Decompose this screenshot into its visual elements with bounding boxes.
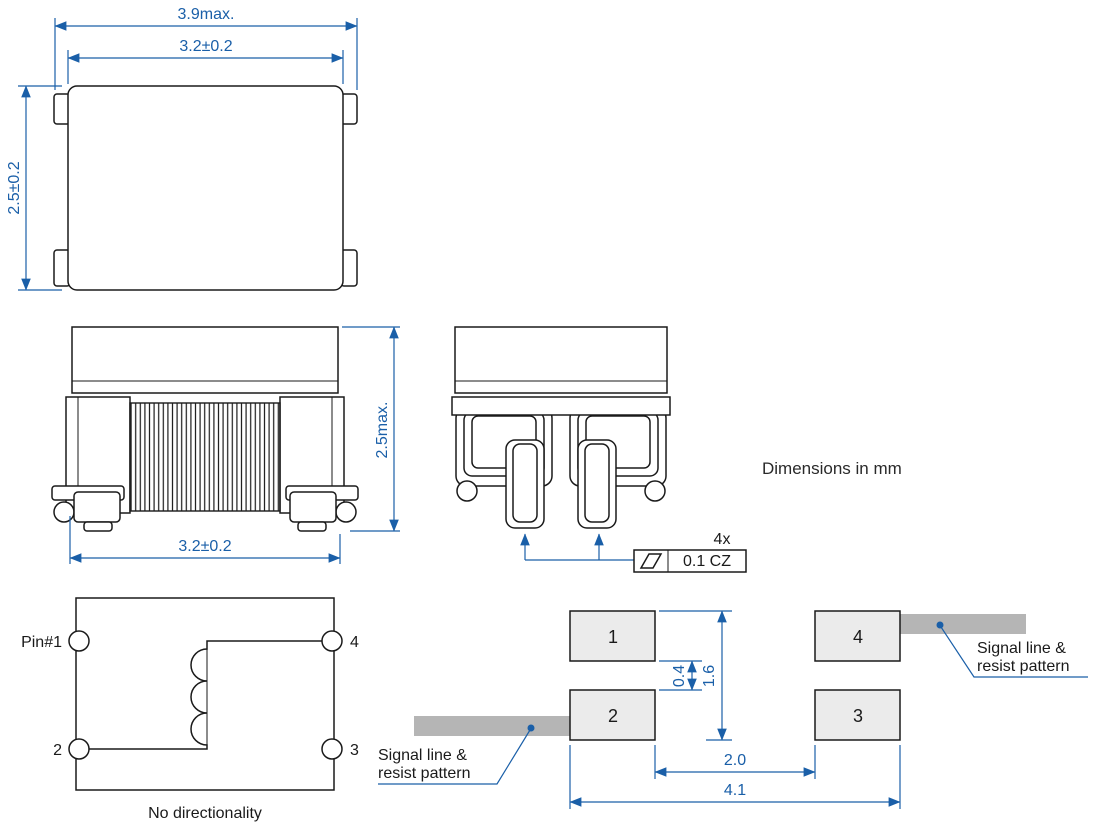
pad3-label: 3 (853, 706, 863, 726)
signal-label-bottom-line2: resist pattern (378, 765, 470, 782)
terminal-foot (505, 439, 545, 529)
pin-circle-2 (68, 738, 90, 760)
land-pattern: 1 4 2 3 0.4 1.6 2.0 4.1 Signal line & re… (378, 610, 1088, 809)
dim-overall-label: 4.1 (724, 782, 746, 799)
pad4-label: 4 (853, 627, 863, 647)
pad2-label: 2 (608, 706, 618, 726)
dim-inner-label: 2.0 (724, 752, 746, 769)
core-plate (71, 326, 339, 394)
dim-gap-label: 0.4 (671, 665, 688, 687)
coil-winding (129, 402, 281, 512)
flatness-frame (633, 549, 747, 573)
pin4-label: 4 (350, 634, 359, 651)
schematic: Pin#1 4 2 3 No directionality (21, 597, 359, 822)
flatness-count-label: 4x (714, 531, 731, 548)
terminal-loop (644, 480, 666, 502)
signal-label-bottom-line1: Signal line & (378, 747, 467, 764)
pin3-label: 3 (350, 742, 359, 759)
terminal-foot (83, 521, 113, 532)
front-view-dimensions: 2.5max. 3.2±0.2 (69, 326, 400, 564)
leader-dot (527, 724, 535, 732)
terminal-foot-inner (584, 443, 610, 523)
core-band (451, 396, 671, 416)
signal-label-top-line2: resist pattern (977, 658, 1069, 675)
schematic-outline (75, 597, 335, 791)
pad1-label: 1 (608, 627, 618, 647)
pad-2 (569, 689, 656, 741)
component-body-top (67, 85, 344, 291)
terminal-foot (577, 439, 617, 529)
core-plate (454, 326, 668, 394)
terminal-block (73, 491, 121, 523)
terminal-loop (456, 480, 478, 502)
pin-circle-4 (321, 630, 343, 652)
terminal-block (289, 491, 337, 523)
no-directionality-note: No directionality (148, 805, 262, 822)
pin-circle-1 (68, 630, 90, 652)
terminal-foot (297, 521, 327, 532)
units-note: Dimensions in mm (762, 459, 902, 478)
pad-3 (814, 689, 901, 741)
pin-circle-3 (321, 738, 343, 760)
flatness-tolerance-label: 0.1 CZ (683, 553, 731, 570)
leader-dot (936, 621, 944, 629)
inductor-symbol (79, 640, 332, 750)
top-view-dimensions: 3.9max. 3.2±0.2 2.5±0.2 (6, 6, 358, 291)
leader-line (940, 626, 1088, 678)
terminal-loop (335, 501, 357, 523)
signal-label-top-line1: Signal line & (977, 640, 1066, 657)
signal-trace-bottom (414, 716, 570, 736)
terminal-foot-inner (512, 443, 538, 523)
dim-body-height-label: 2.5±0.2 (6, 161, 23, 214)
terminal-loop (53, 501, 75, 523)
pad-1 (569, 610, 656, 662)
pad-4 (814, 610, 901, 662)
front-view (51, 326, 359, 532)
flatness-callout: 0.1 CZ 4x (520, 531, 747, 573)
flatness-symbol-icon (639, 553, 663, 569)
pin1-label: Pin#1 (21, 634, 62, 651)
dim-body-width-label: 3.2±0.2 (179, 38, 232, 55)
dim-overall-width-label: 3.9max. (178, 6, 235, 23)
leader-line (378, 729, 531, 785)
dim-height-label: 1.6 (701, 665, 718, 687)
dim-height-label: 2.5max. (374, 402, 391, 459)
pin2-label: 2 (53, 742, 62, 759)
signal-trace-top (900, 614, 1026, 634)
top-view (53, 85, 358, 291)
side-view (451, 326, 671, 529)
dim-width-label: 3.2±0.2 (178, 538, 231, 555)
